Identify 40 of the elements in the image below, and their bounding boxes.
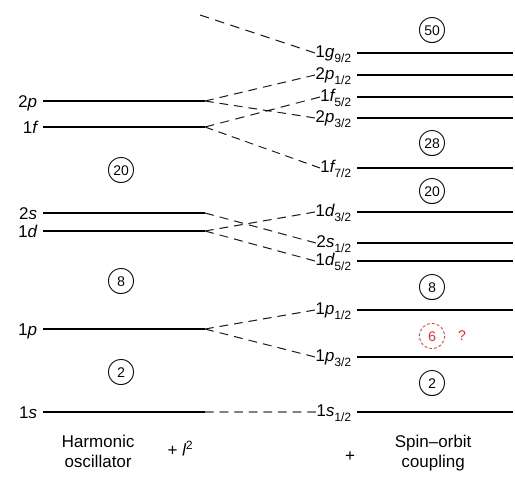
magic-number-circle: 28 bbox=[419, 130, 445, 156]
dashed-connector bbox=[204, 230, 316, 262]
level-label: 2p$_{3/2}$ bbox=[315, 108, 352, 128]
level-label: 1f$_{5/2}$ bbox=[320, 86, 352, 108]
dashed-connector bbox=[200, 14, 316, 54]
level-label: 1f$_{7/2}$ bbox=[320, 158, 352, 178]
level-label: 1g$_{9/2}$ bbox=[315, 42, 352, 64]
level-label: 1s$_{1/2}$ bbox=[316, 402, 352, 422]
caption-text: Harmonic oscillator bbox=[60, 432, 136, 473]
magic-number-circle: 50 bbox=[419, 17, 445, 43]
dashed-connector bbox=[204, 100, 316, 118]
level-label: 1f bbox=[22, 118, 40, 136]
magic-number-circle: 2 bbox=[419, 370, 445, 396]
magic-number-circle: 8 bbox=[419, 274, 445, 300]
level-label: 1s bbox=[19, 404, 38, 420]
level-label: 1p bbox=[18, 320, 38, 338]
magic-number-circle: 6 bbox=[419, 323, 445, 349]
dashed-connector bbox=[204, 310, 316, 330]
magic-number-circle: 20 bbox=[108, 157, 134, 183]
dashed-connector bbox=[204, 126, 320, 168]
caption-text: Spin–orbit coupling bbox=[394, 432, 472, 473]
dashed-connector bbox=[204, 74, 316, 102]
magic-number-circle: 2 bbox=[108, 359, 134, 385]
level-label: 1p$_{1/2}$ bbox=[315, 300, 352, 320]
dashed-connector bbox=[204, 212, 316, 232]
magic-number-circle: 8 bbox=[108, 268, 134, 294]
question-mark: ? bbox=[458, 327, 466, 343]
dashed-connector bbox=[204, 96, 320, 128]
level-label: 2s bbox=[19, 204, 38, 222]
magic-number-circle: 20 bbox=[419, 178, 445, 204]
caption-text: + bbox=[344, 446, 356, 466]
level-label: 2p bbox=[18, 92, 38, 110]
level-label: 2s$_{1/2}$ bbox=[316, 232, 352, 254]
caption-text: + l$^{2}$ bbox=[166, 438, 194, 462]
dashed-connector bbox=[204, 328, 316, 358]
level-label: 1p$_{3/2}$ bbox=[315, 346, 352, 368]
level-label: 1d$_{3/2}$ bbox=[315, 202, 352, 222]
level-label: 1d bbox=[18, 222, 38, 240]
dashed-connector bbox=[204, 212, 316, 244]
level-label: 2p$_{1/2}$ bbox=[315, 64, 352, 86]
